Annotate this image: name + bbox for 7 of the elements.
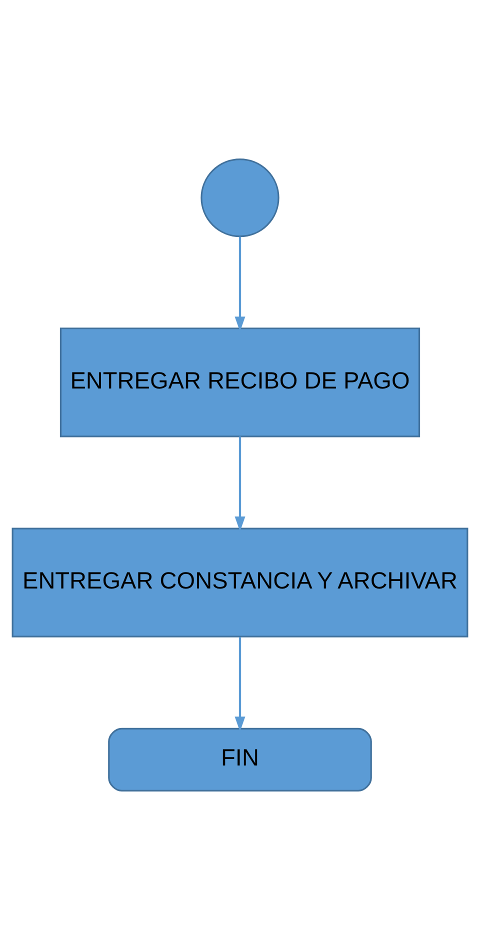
node-box: ENTREGAR CONSTANCIA Y ARCHIVAR	[12, 527, 468, 637]
node-box: FIN	[108, 727, 372, 792]
node-box: ENTREGAR RECIBO DE PAGO	[60, 327, 420, 437]
arrow	[234, 436, 246, 532]
arrow	[234, 236, 246, 332]
arrow	[234, 636, 246, 732]
node-circle	[200, 158, 280, 237]
